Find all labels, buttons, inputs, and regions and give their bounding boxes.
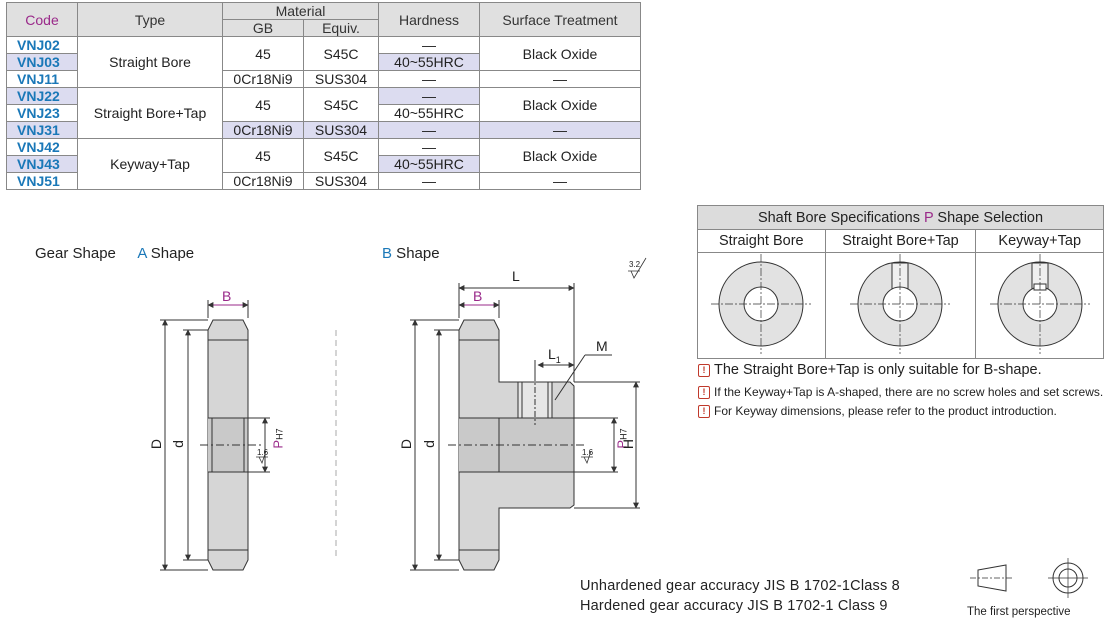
code-cell: VNJ11 (6, 70, 78, 88)
straight-bore-diagram (697, 252, 826, 359)
surface-cell: — (479, 172, 641, 190)
shape-b-letter: B (382, 245, 393, 262)
dim-l1: L1 (548, 346, 561, 365)
roughness-overall: 3.2 (629, 260, 641, 269)
surface-header: Surface Treatment (479, 2, 641, 37)
equiv-cell: S45C (303, 138, 379, 173)
bore-title-pre: Shaft Bore Specifications (757, 209, 924, 226)
code-cell: VNJ02 (6, 36, 78, 54)
dim-p-letter: P (270, 439, 286, 449)
equiv-cell: SUS304 (303, 70, 379, 88)
surface-cell: Black Oxide (479, 87, 641, 122)
dim-b-a: B (222, 288, 232, 304)
shape-b-label: B Shape (382, 245, 440, 262)
hardness-cell: — (378, 87, 480, 105)
note-3: ! For Keyway dimensions, please refer to … (698, 404, 1057, 418)
note-text: If the Keyway+Tap is A-shaped, there are… (714, 385, 1104, 399)
dim-p-a: PH7 (271, 428, 286, 448)
hardness-cell: 40~55HRC (378, 104, 480, 122)
code-header: Code (6, 2, 78, 37)
note-text: For Keyway dimensions, please refer to t… (714, 404, 1057, 418)
type-cell: Straight Bore+Tap (77, 87, 223, 139)
material-header: Material (222, 2, 379, 20)
perspective-caption: The first perspective (967, 606, 1071, 618)
dim-h: H (620, 438, 637, 450)
warning-icon: ! (698, 405, 710, 418)
bore-col-header: Keyway+Tap (975, 229, 1104, 253)
hardness-cell: — (378, 172, 480, 190)
shape-a-word: Shape (146, 245, 195, 262)
roughness-b: 1.6 (582, 448, 594, 457)
a-shape-drawing (160, 300, 270, 571)
bore-col-header: Straight Bore (697, 229, 826, 253)
keyway-tap-diagram (975, 252, 1104, 359)
note-text: The Straight Bore+Tap is only suitable f… (714, 362, 1042, 378)
code-cell: VNJ03 (6, 53, 78, 71)
gear-shape-text: Gear Shape (35, 245, 116, 262)
dim-l: L (512, 268, 520, 284)
hardness-cell: — (378, 121, 480, 139)
dim-D-b: D (398, 438, 415, 450)
gb-cell: 45 (222, 36, 304, 71)
bore-spec-table: Shaft Bore Specifications P Shape Select… (697, 205, 1104, 359)
accuracy-block: Unhardened gear accuracy JIS B 1702-1Cla… (580, 576, 900, 616)
dim-d-a: d (169, 440, 186, 448)
bore-table-title: Shaft Bore Specifications P Shape Select… (697, 205, 1104, 230)
dim-m: M (596, 338, 608, 354)
surface-cell: — (479, 121, 641, 139)
dim-l1-letter: L (548, 346, 556, 362)
bore-title-post: Shape Selection (933, 209, 1044, 226)
spec-table: Code Type Material Hardness Surface Trea… (6, 2, 641, 190)
dim-h7: H7 (274, 428, 285, 440)
bore-title-p: P (923, 209, 934, 226)
first-angle-projection-icon (970, 558, 1088, 598)
gb-cell: 0Cr18Ni9 (222, 121, 304, 139)
dim-d-b: d (420, 440, 437, 448)
warning-icon: ! (698, 386, 710, 399)
dim-l1-sub: 1 (555, 354, 561, 365)
shape-a-letter: A (137, 245, 147, 262)
roughness-a: 1.6 (257, 448, 269, 457)
warning-icon: ! (698, 364, 710, 377)
bore-col-header: Straight Bore+Tap (824, 229, 977, 253)
dim-b-b: B (473, 288, 483, 304)
b-shape-drawing (410, 257, 647, 571)
note-2: ! If the Keyway+Tap is A-shaped, there ar… (698, 385, 1103, 399)
gb-cell: 0Cr18Ni9 (222, 172, 304, 190)
hardness-header: Hardness (378, 2, 480, 37)
accuracy-line: Hardened gear accuracy JIS B 1702-1 Clas… (580, 598, 888, 614)
dim-D-a: D (148, 438, 165, 450)
type-cell: Keyway+Tap (77, 138, 223, 190)
gear-drawings (160, 257, 647, 571)
note-1: ! The Straight Bore+Tap is only suitable … (698, 362, 1042, 378)
code-cell: VNJ31 (6, 121, 78, 139)
accuracy-line: Unhardened gear accuracy JIS B 1702-1Cla… (580, 578, 900, 594)
straight-bore-tap-diagram (824, 252, 977, 359)
hardness-cell: 40~55HRC (378, 53, 480, 71)
code-cell: VNJ51 (6, 172, 78, 190)
shape-b-word: Shape (392, 245, 440, 262)
surface-cell: Black Oxide (479, 36, 641, 71)
gear-shape-label: Gear Shape A Shape (35, 245, 194, 262)
gb-cell: 45 (222, 138, 304, 173)
equiv-header: Equiv. (303, 19, 379, 37)
